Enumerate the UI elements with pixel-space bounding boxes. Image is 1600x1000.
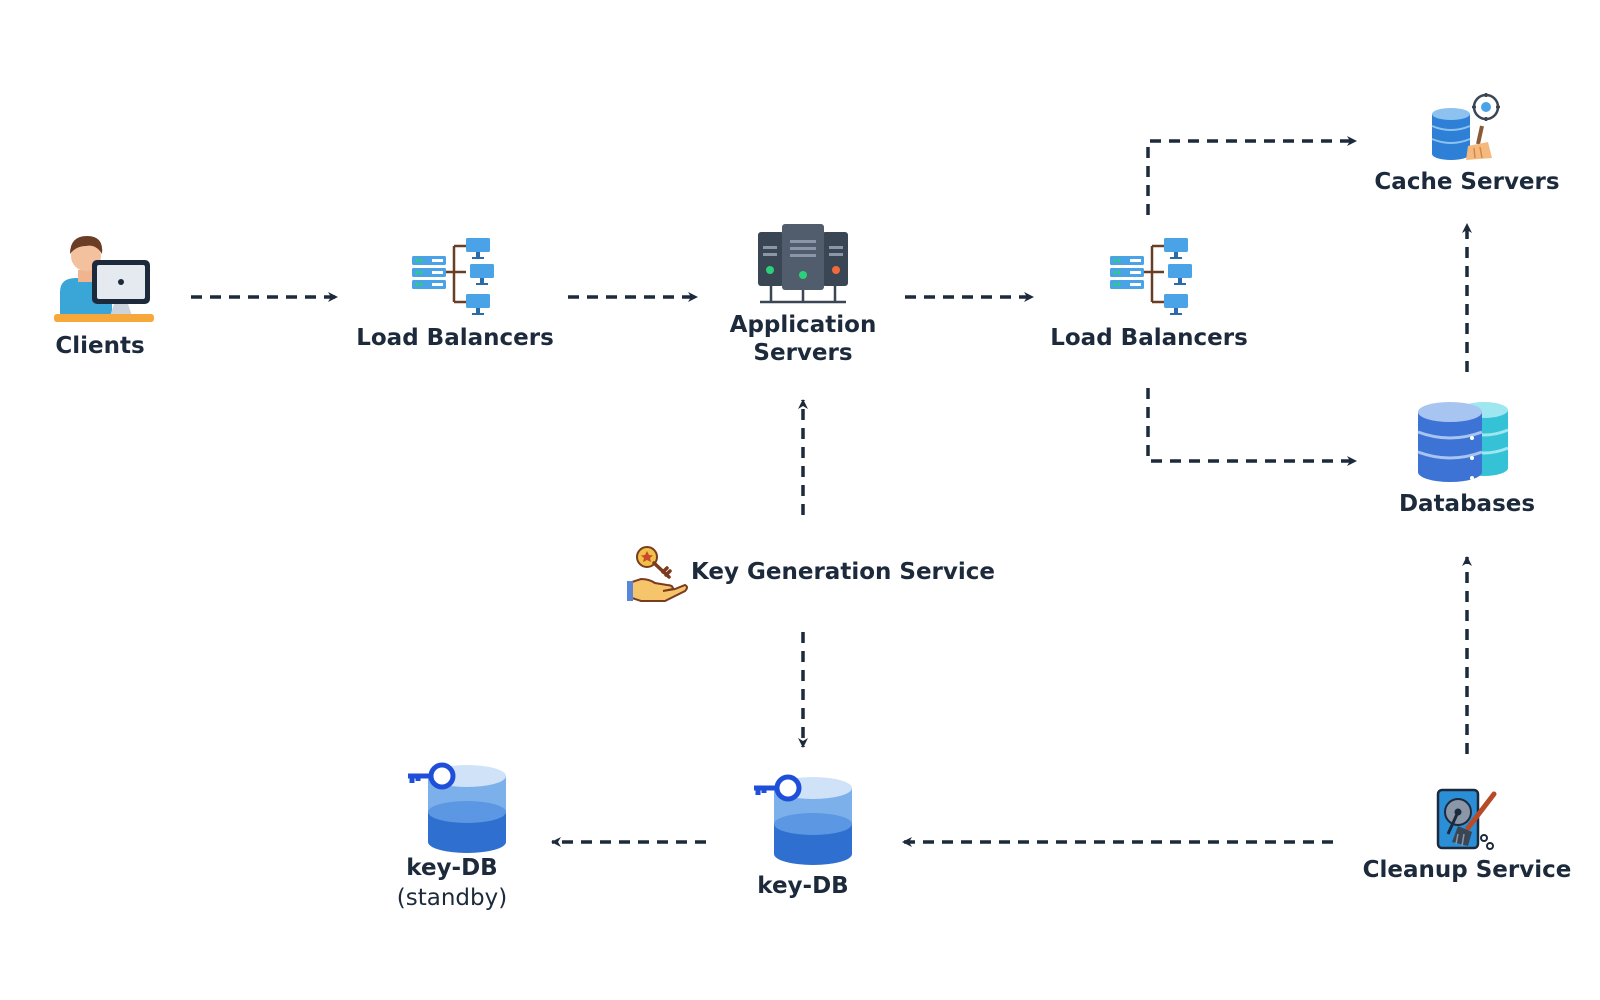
server-rack-icon [758,224,848,304]
clients-label: Clients [55,333,145,359]
person-at-computer-icon [54,236,154,322]
key-db-standby-label: key-DB [406,855,498,881]
application-servers-label-1: Application [729,312,877,338]
cache-servers-label: Cache Servers [1374,169,1560,195]
database-with-key-icon [408,762,506,853]
network-load-balancer-icon [1110,238,1192,315]
hand-holding-key-icon [627,546,688,602]
arrow-lb-to-cache [1146,136,1357,215]
arrow-lb-to-databases [1146,388,1357,466]
load-balancers-left-label: Load Balancers [356,325,554,351]
hard-drive-with-broom-icon [1436,788,1497,850]
database-with-broom-icon [1431,93,1500,160]
key-generation-service-label: Key Generation Service [691,559,996,585]
stacked-databases-icon [1417,402,1509,482]
key-db-standby-note: (standby) [396,885,508,911]
application-servers-label-2: Servers [753,340,853,366]
cleanup-service-label: Cleanup Service [1362,857,1572,883]
load-balancers-right-label: Load Balancers [1050,325,1248,351]
network-load-balancer-icon [412,238,494,315]
database-with-key-icon [754,774,852,865]
key-db-label: key-DB [757,873,849,899]
databases-label: Databases [1398,491,1536,517]
